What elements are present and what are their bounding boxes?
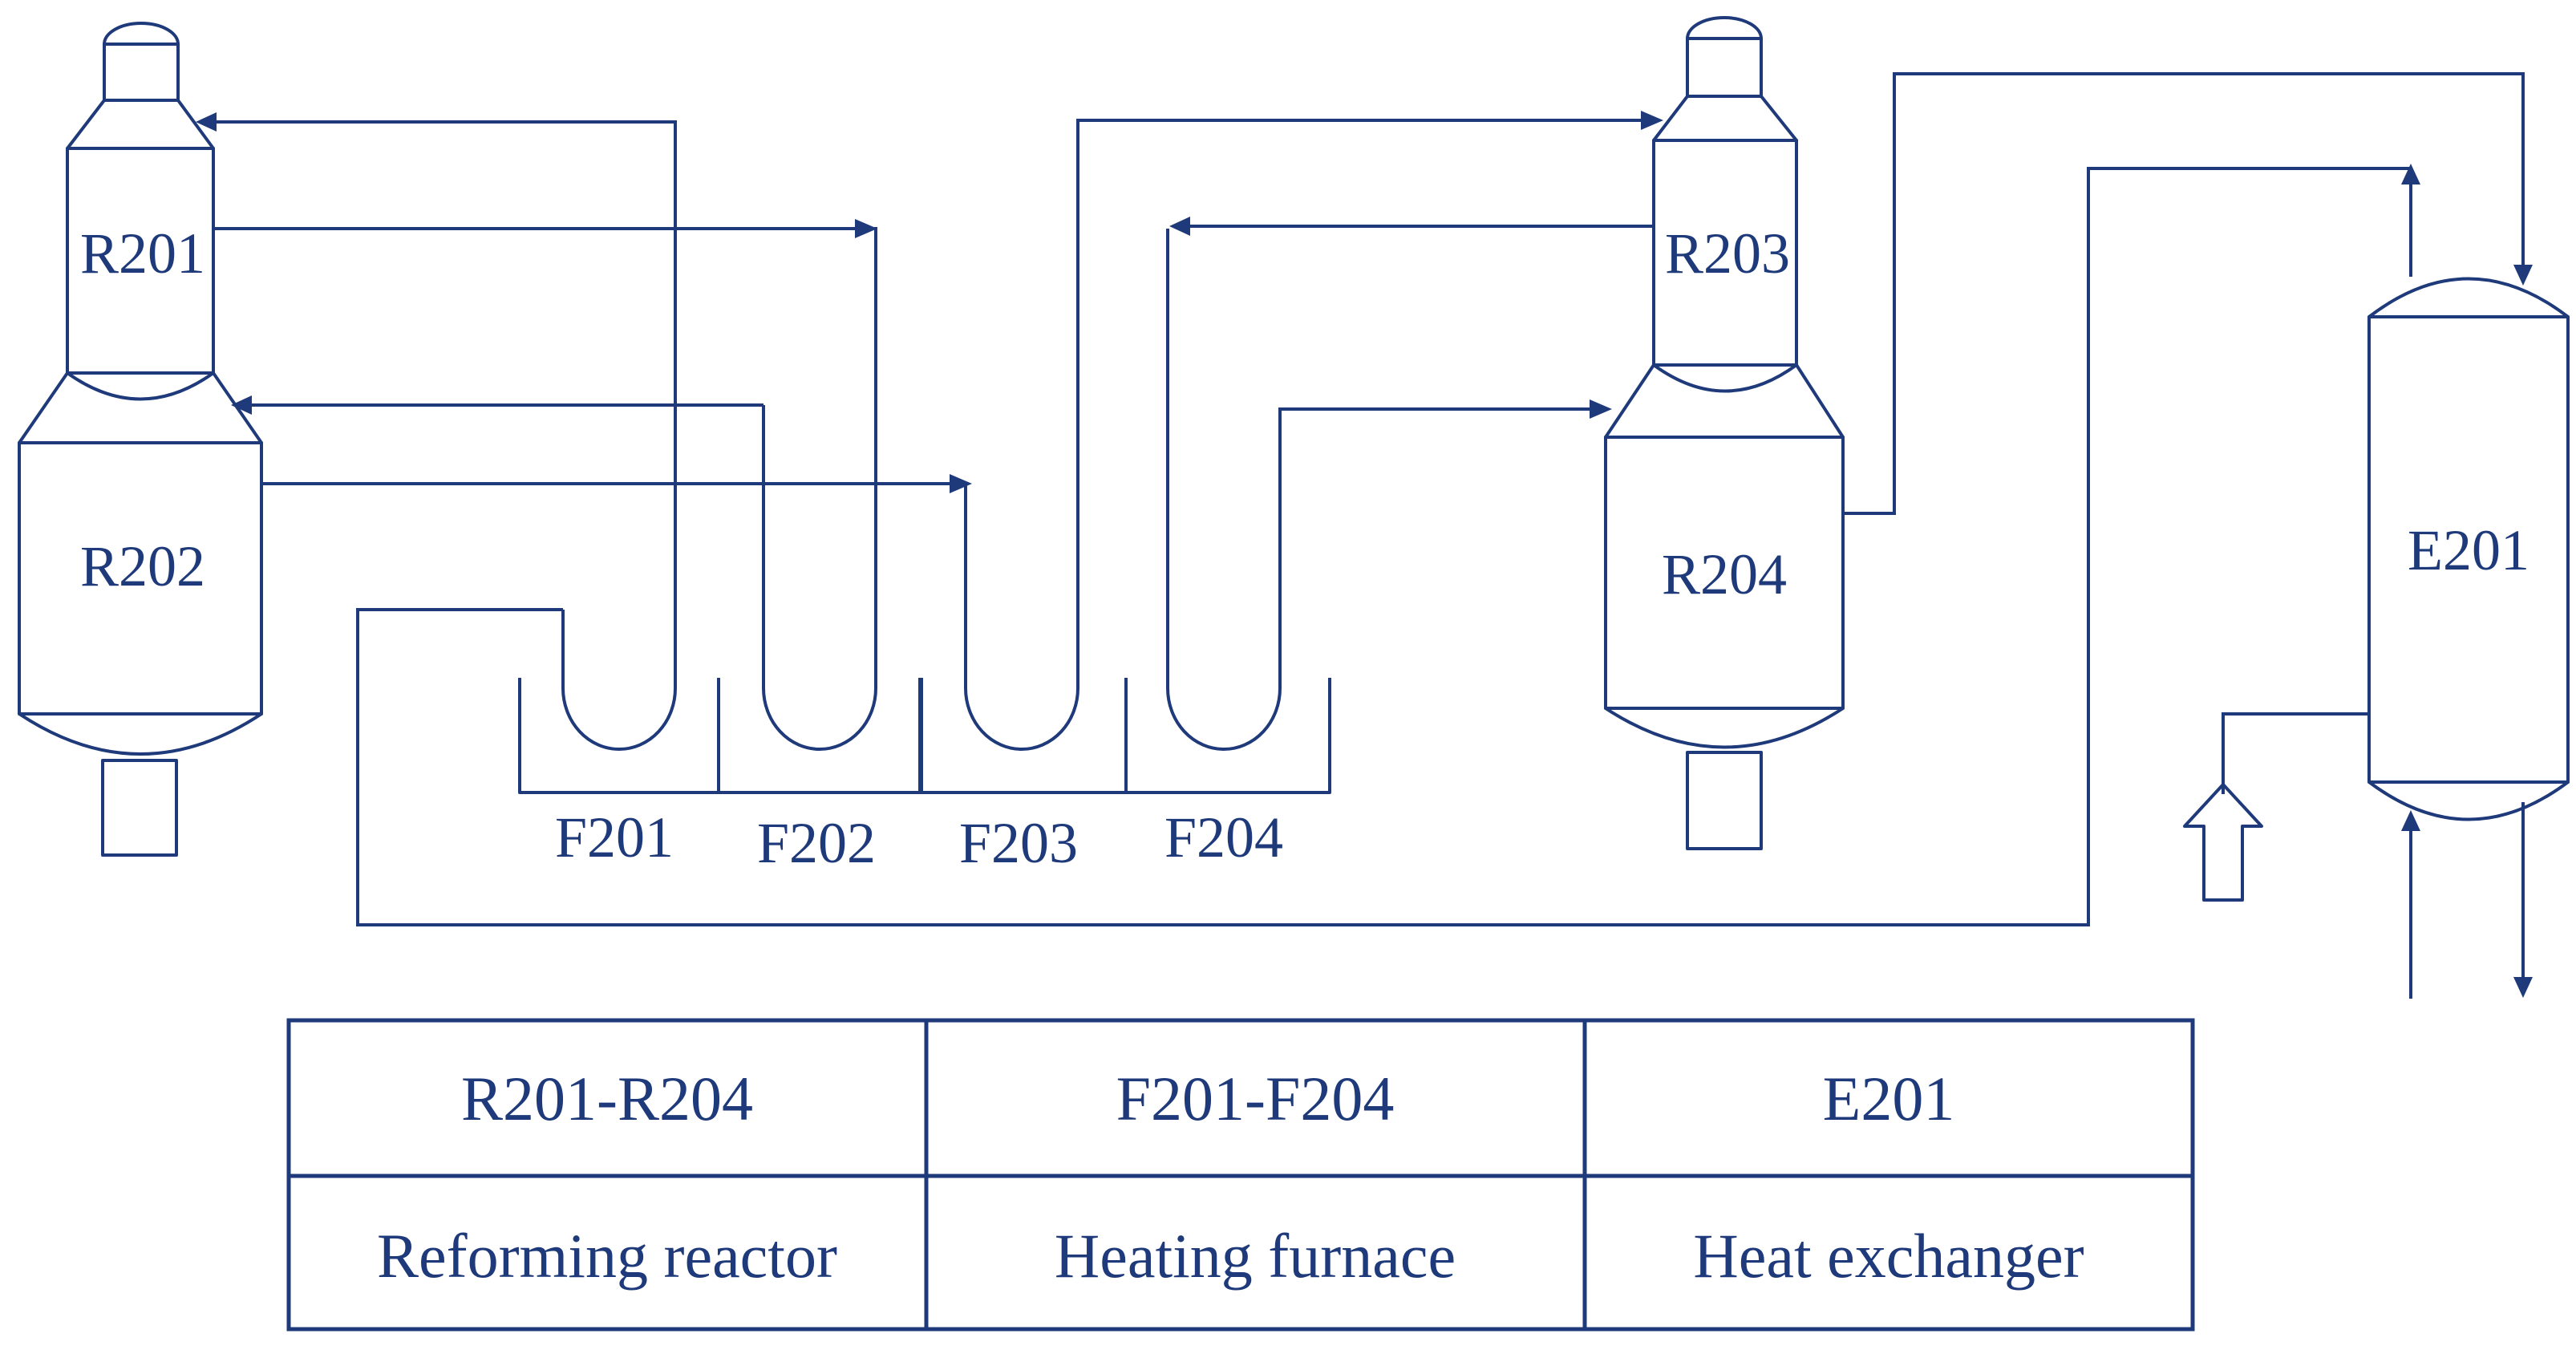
legend-header-reactors: R201-R204 — [461, 1064, 753, 1133]
arrow-into-r203 — [1641, 111, 1663, 130]
pipe-feed-to-e201 — [2222, 712, 2369, 794]
arrow-into-f203 — [950, 474, 972, 493]
legend-table: R201-R204 F201-F204 E201 Reforming react… — [286, 1018, 2195, 1332]
reactor-r201: R201 — [66, 22, 215, 375]
arrow-into-f204 — [1169, 217, 1190, 236]
tube-f201 — [561, 128, 677, 751]
reactor-r202: R202 — [18, 371, 263, 857]
label-f204: F204 — [1164, 805, 1283, 870]
arrow-into-r201 — [196, 112, 217, 132]
piping — [196, 72, 2533, 999]
reactor-r204: R204 — [1604, 363, 1845, 850]
pipe-f201-to-r201 — [205, 120, 677, 128]
label-f202: F202 — [757, 811, 876, 875]
heat-exchanger-e201: E201 — [2367, 277, 2570, 821]
tube-f203 — [964, 124, 1079, 751]
arrow-into-e201-bottom — [2401, 810, 2420, 831]
pipe-r204-to-e201 — [1843, 72, 2525, 515]
tube-f204 — [1166, 229, 1282, 751]
legend-desc-furnaces: Heating furnace — [1055, 1221, 1456, 1291]
arrow-out-e201-bottom — [2513, 977, 2533, 998]
pipe-f204-to-r204 — [1278, 407, 1600, 413]
label-r204: R204 — [1662, 542, 1787, 606]
arrow-into-r204 — [1590, 399, 1612, 419]
label-f203: F203 — [959, 811, 1078, 875]
label-r201: R201 — [80, 221, 205, 286]
feed-inlet-arrow-icon — [2183, 783, 2263, 902]
label-r202: R202 — [80, 534, 205, 598]
arrow-into-e201-top — [2513, 265, 2533, 286]
pipe-f203-to-r203 — [1076, 119, 1651, 124]
heating-furnaces: F201 F202 F203 F204 — [518, 124, 1331, 875]
label-f201: F201 — [555, 805, 674, 870]
legend-header-exchanger: E201 — [1823, 1064, 1955, 1133]
legend-desc-exchanger: Heat exchanger — [1693, 1221, 2084, 1291]
label-e201: E201 — [2408, 518, 2529, 582]
arrow-into-r202 — [231, 395, 252, 415]
legend-desc-reactors: Reforming reactor — [377, 1221, 837, 1291]
arrow-into-f202 — [855, 219, 877, 238]
legend-header-furnaces: F201-F204 — [1116, 1064, 1395, 1133]
reactor-r203: R203 — [1652, 16, 1798, 367]
arrow-e201-top-outlet — [2401, 164, 2420, 184]
tube-f202 — [762, 227, 877, 751]
label-r203: R203 — [1665, 221, 1790, 286]
